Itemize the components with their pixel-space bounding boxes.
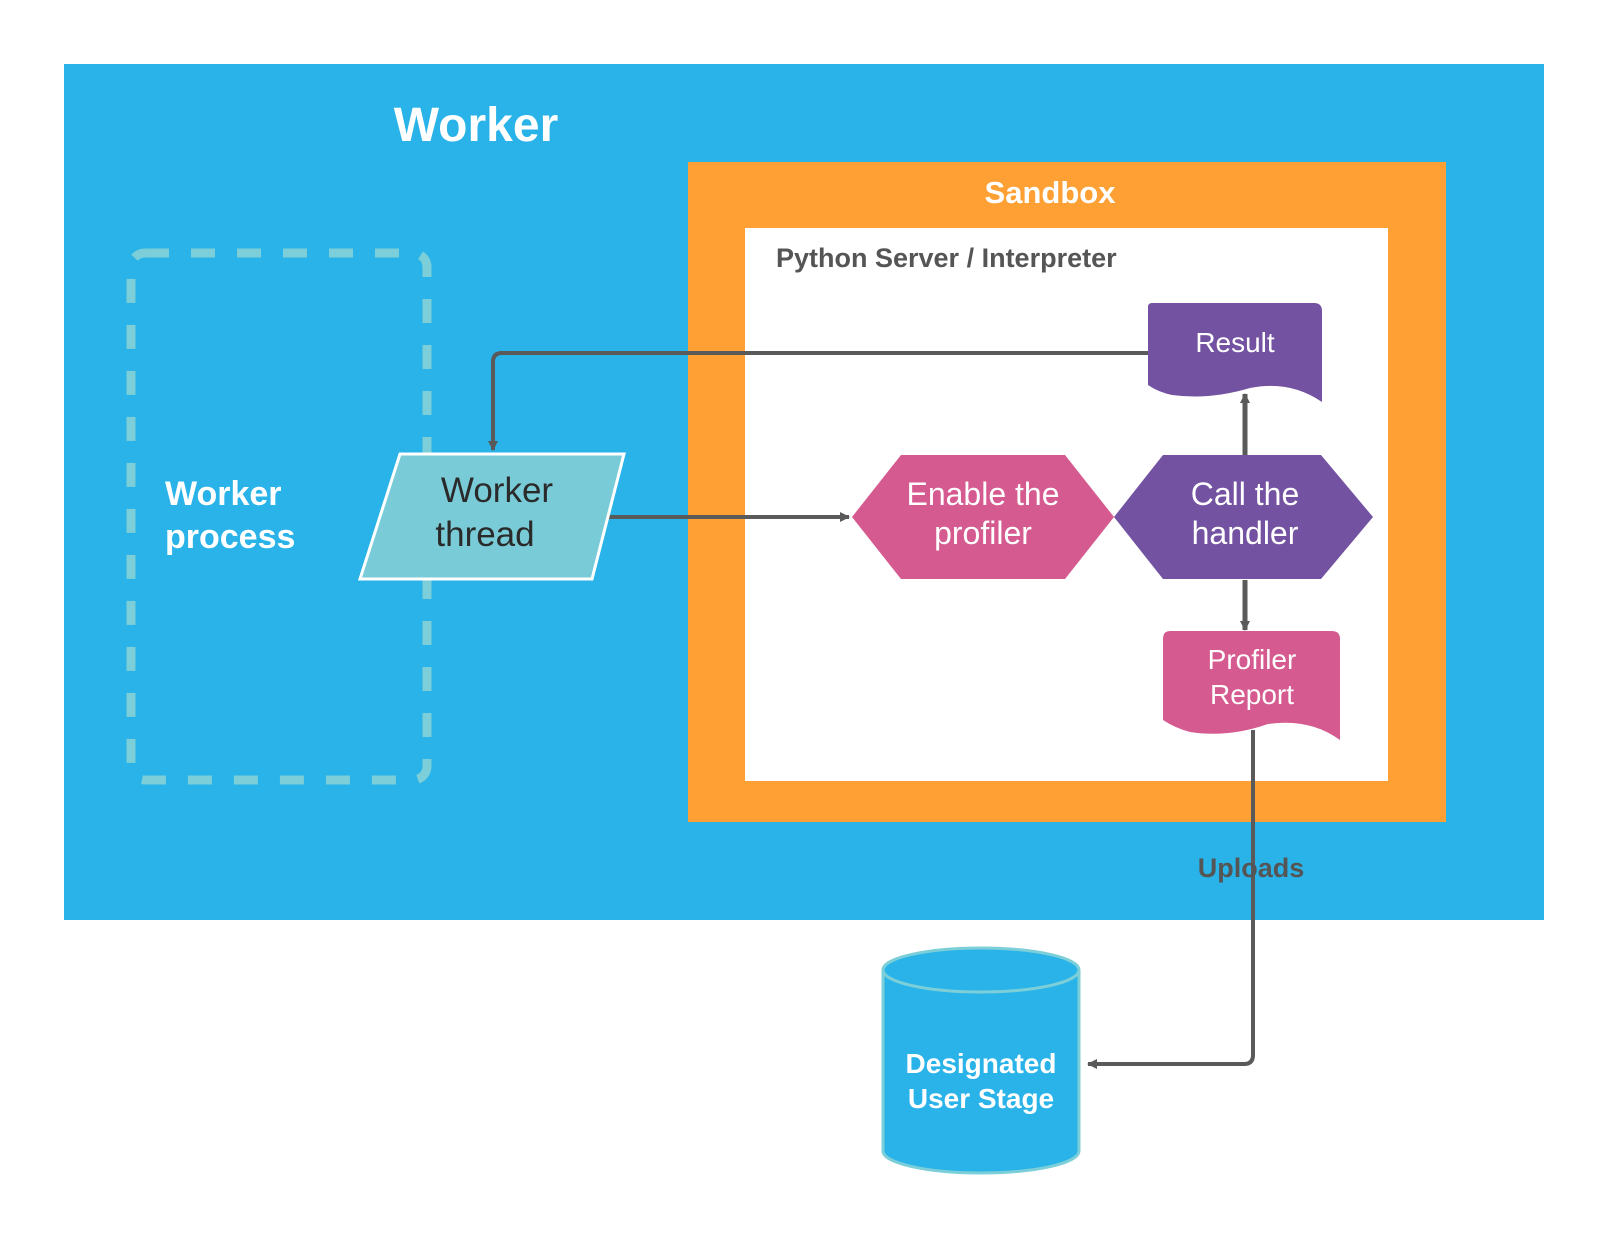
arrow-report-to-stage: [1087, 730, 1255, 1069]
profiler-report-node[interactable]: [1163, 631, 1340, 740]
worker-thread-label-line2: thread: [435, 515, 534, 554]
uploads-label: Uploads: [1198, 853, 1305, 883]
user-stage-node[interactable]: [881, 946, 1081, 1175]
worker-title: Worker: [394, 99, 559, 152]
worker-process-label-line2: process: [165, 518, 295, 556]
user-stage-label-line2: User Stage: [908, 1083, 1054, 1114]
profiler-report-label-line1: Profiler: [1208, 644, 1297, 675]
enable-profiler-node[interactable]: [852, 455, 1114, 579]
profiler-report-label-line2: Report: [1210, 679, 1294, 710]
interpreter-title: Python Server / Interpreter: [776, 243, 1117, 273]
sandbox-title: Sandbox: [985, 175, 1117, 210]
worker-thread-label-line1: Worker: [441, 471, 553, 510]
call-handler-label-line1: Call the: [1191, 476, 1300, 512]
result-label: Result: [1195, 327, 1275, 358]
enable-profiler-label-line1: Enable the: [906, 476, 1059, 512]
call-handler-label-line2: handler: [1192, 515, 1299, 551]
worker-thread-node[interactable]: [357, 452, 626, 581]
result-node[interactable]: [1148, 303, 1322, 402]
user-stage-label-line1: Designated: [906, 1048, 1057, 1079]
call-handler-node[interactable]: [1114, 455, 1373, 579]
arrow-result-to-thread: [488, 351, 1148, 451]
worker-process-box: [126, 248, 432, 785]
worker-process-label-line1: Worker: [165, 475, 282, 513]
enable-profiler-label-line2: profiler: [934, 515, 1032, 551]
